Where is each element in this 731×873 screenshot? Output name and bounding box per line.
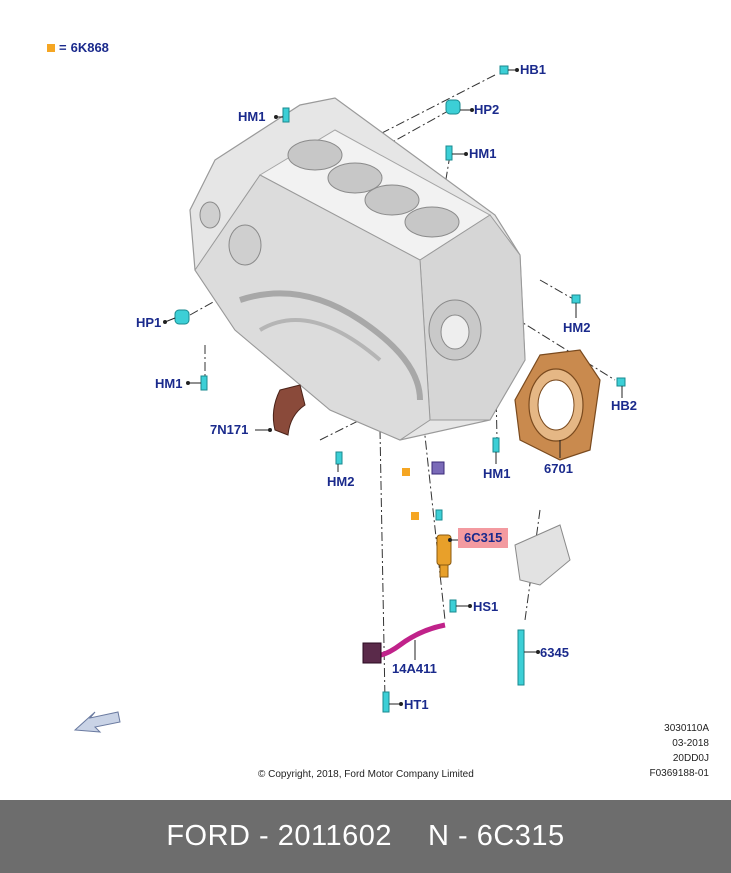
- meta-line: 3030110A: [664, 723, 709, 734]
- label-14a411: 14A411: [392, 661, 437, 676]
- copyright-notice: © Copyright, 2018, Ford Motor Company Li…: [258, 769, 474, 780]
- sensor-bracket: [431, 461, 445, 475]
- engine-block-illustration: [73, 65, 626, 733]
- drawing-metadata: 3030110A 03-2018 20DD0J F0369188-01: [650, 721, 710, 781]
- label-7n171: 7N171: [210, 422, 249, 437]
- footer-item-number: N - 6C315: [428, 820, 565, 852]
- rear-oil-seal-retainer: [514, 349, 601, 461]
- label-hm1: HM1: [469, 146, 497, 161]
- label-hb1: HB1: [520, 62, 547, 77]
- crankshaft-position-sensor: [436, 534, 452, 578]
- orientation-arrow-icon: [73, 711, 121, 733]
- label-hm1: HM1: [155, 376, 183, 391]
- legend-marker-icon: [411, 512, 419, 520]
- label-ht1: HT1: [404, 697, 429, 712]
- meta-line: 20DD0J: [672, 753, 709, 764]
- legend-equals: =: [59, 40, 67, 55]
- legend: = 6K868: [47, 40, 109, 55]
- label-hb2: HB2: [611, 398, 638, 413]
- exploded-parts-diagram: = 6K868 HB1 HP2 HM1 HM1 HP1 HM2 HB2 HM1 …: [47, 40, 710, 781]
- meta-line: 03-2018: [672, 738, 709, 749]
- meta-line: F0369188-01: [649, 768, 710, 779]
- harness-connector: [362, 642, 382, 664]
- label-6345: 6345: [540, 645, 569, 660]
- legend-swatch-icon: [47, 43, 55, 52]
- label-hm2: HM2: [327, 474, 355, 489]
- legend-marker-icon: [402, 468, 410, 476]
- label-6701: 6701: [544, 461, 573, 476]
- main-bearing-cap: [514, 524, 571, 586]
- fasteners: [174, 65, 626, 713]
- label-hm2: HM2: [563, 320, 591, 335]
- thrust-washer: [272, 384, 306, 436]
- label-hm1: HM1: [483, 466, 511, 481]
- label-hp1: HP1: [136, 315, 162, 330]
- footer-part-number: FORD - 2011602: [166, 820, 392, 852]
- cylinder-block: [189, 97, 526, 441]
- legend-code: 6K868: [70, 40, 109, 55]
- part-number-footer: FORD - 2011602 N - 6C315: [0, 800, 731, 873]
- label-6c315-highlighted[interactable]: 6C315: [458, 528, 509, 548]
- label-hs1: HS1: [473, 599, 499, 614]
- label-hm1: HM1: [238, 109, 266, 124]
- bearing-cap-bolt: [517, 629, 525, 686]
- label-hp2: HP2: [474, 102, 500, 117]
